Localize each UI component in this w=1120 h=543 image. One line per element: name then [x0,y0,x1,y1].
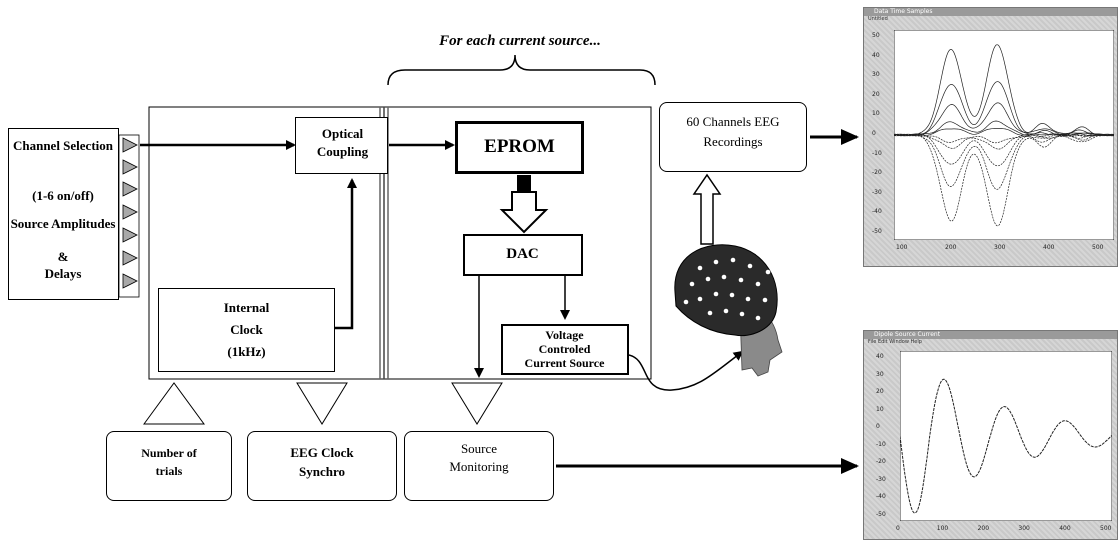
source-plot-y-tick: -40 [876,493,886,501]
source-plot-x-tick: 100 [936,525,949,532]
recordings-label: Recordings [703,134,763,149]
source-label: Source [460,441,498,456]
eprom-label: EPROM [484,136,555,157]
vccs-box: Voltage Controled Current Source [501,324,629,375]
eeg-plot-menu: Untitled [868,16,888,22]
eeg-plot-y-tick: -40 [872,208,882,216]
eeg-plot-y-tick: -50 [872,228,882,235]
eeg-plot-y-tick: 10 [872,110,880,118]
eeg-trace [894,44,1114,137]
eeg-trace [894,133,1114,190]
head-illustration [674,244,783,377]
eeg-clock-label: EEG Clock [290,445,354,460]
eeg-plot-x-tick: 300 [994,244,1006,251]
eeg-plot-y-tick: 0 [872,130,876,137]
eeg-plot-y-tick: 30 [872,71,880,79]
eeg-trace [894,81,1114,137]
eeg-recordings-box: 60 Channels EEG Recordings [659,102,807,172]
eeg-plot [894,30,1114,240]
internal-label: Internal [223,300,270,315]
triangle-down-sync [296,382,348,425]
source-plot-x-tick: 0 [896,525,900,532]
input-parameters-box: Channel Selection (1-6 on/off) Source Am… [8,128,119,300]
source-monitoring-box: Source Monitoring [404,431,554,501]
input-triangles [118,134,140,298]
source-amplitudes-label: Source Amplitudes [10,216,116,231]
eeg-plot-title: Data Time Samples [864,8,1117,16]
channel-selection-label: Channel Selection [12,138,114,153]
voltage-label: Voltage [545,328,584,342]
coupling-label: Coupling [316,144,369,159]
source-plot-y-tick: 10 [876,405,884,413]
source-plot-y-tick: 0 [876,423,880,431]
eeg-trace [894,133,1114,150]
eprom-box: EPROM [455,121,584,174]
monitoring-label: Monitoring [449,459,509,474]
eeg-plot-x-tick: 100 [896,244,908,251]
number-of-label: Number of [141,446,197,460]
clock-label: Clock [230,322,263,337]
source-plot-y-tick: 20 [876,388,884,396]
hollow-arrow-head-to-recordings [692,173,722,245]
eeg-plot-y-tick: 40 [872,51,880,59]
triangle-up-trials [143,382,205,425]
eeg-trace [894,133,1114,144]
source-plot-y-tick: -10 [876,440,886,448]
controled-label: Controled [538,342,591,356]
number-of-trials-box: Number of trials [106,431,232,501]
arrow-clock-to-optical [335,178,357,330]
source-plot-y-tick: -30 [876,475,886,483]
optical-label: Optical [321,126,364,141]
source-plot-x-tick: 300 [1018,525,1030,532]
eeg-trace [894,133,1114,227]
eeg-clock-synchro-box: EEG Clock Synchro [247,431,397,501]
eeg-plot-y-tick: -30 [872,188,882,196]
source-current-trace [900,378,1112,514]
source-plot-menu: File Edit Window Help [868,339,922,345]
current-source-label: Current Source [524,356,605,370]
eeg-trace [894,120,1114,137]
optical-coupling-box: Optical Coupling [295,117,388,174]
delays-label: Delays [44,266,82,281]
source-plot-x-tick: 500 [1100,525,1112,532]
eeg-trace [894,133,1114,167]
grouping-brace [387,54,656,86]
eeg-plot-y-tick: -10 [872,149,882,157]
eeg-channels-label: 60 Channels EEG [686,114,780,129]
eeg-plot-x-tick: 400 [1043,244,1055,251]
eeg-plot-y-tick: 20 [872,90,880,98]
eeg-trace [894,128,1114,137]
source-plot-x-tick: 400 [1059,525,1071,532]
dac-label: DAC [506,246,539,262]
ampersand-label: & [57,249,69,264]
trials-label: trials [155,464,183,478]
arrow-vccs-to-head [628,350,744,391]
on-off-label: (1-6 on/off) [32,188,94,203]
source-plot-y-tick: -20 [876,458,886,466]
source-plot-y-tick: 30 [876,370,884,378]
eeg-plot-x-tick: 200 [945,244,957,251]
hollow-arrow-eprom-to-dac [499,191,549,234]
source-current-plot-window: Dipole Source Current File Edit Window H… [863,330,1118,540]
eeg-plot-x-tick: 500 [1092,244,1104,251]
main-enclosure [148,106,652,380]
source-plot-x-tick: 200 [977,525,990,532]
source-plot-y-tick: -50 [876,511,886,518]
source-plot-y-tick: 40 [876,353,884,360]
eeg-plot-y-tick: 50 [872,32,880,39]
source-current-plot [900,351,1112,521]
triangle-down-monitor [451,382,503,425]
dac-box: DAC [463,234,583,276]
clock-rate-label: (1kHz) [227,344,266,359]
internal-clock-box: Internal Clock (1kHz) [158,288,335,372]
for-each-label: For each current source... [439,33,601,49]
eeg-trace [894,102,1114,137]
source-plot-title: Dipole Source Current [864,331,1117,339]
synchro-label: Synchro [299,464,345,479]
eeg-plot-y-tick: -20 [872,169,882,177]
